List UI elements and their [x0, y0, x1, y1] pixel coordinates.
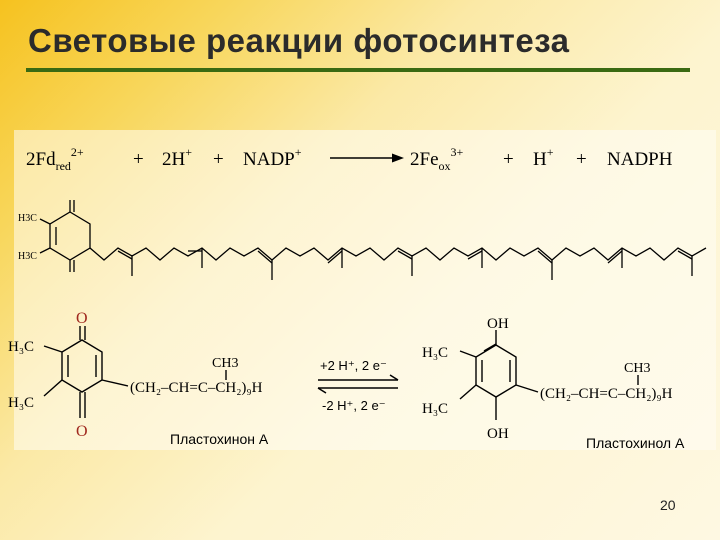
svg-text:2H+: 2H+: [162, 145, 192, 170]
eq-h2-sup: +: [547, 145, 554, 159]
figure-panel: [14, 130, 716, 450]
equilibrium-arrows: [317, 374, 399, 394]
eq-h: 2H: [162, 149, 186, 170]
eq-plus-3: +: [503, 149, 514, 170]
pql-methyl-top: H₃C: [422, 345, 448, 361]
svg-text:2Fdred2+: 2Fdred2+: [26, 145, 84, 173]
title-rule: [26, 68, 690, 72]
pq-ch3: CH3: [212, 356, 238, 371]
svg-text:H+: H+: [533, 145, 554, 170]
pq-name: Пластохинон А: [170, 431, 269, 447]
chain-methyl-bottom: H3C: [18, 251, 37, 262]
pql-oh-bottom: OH: [487, 426, 509, 442]
eq-nadp: NADP: [243, 149, 295, 170]
plastoquinone-a-structure: [43, 326, 227, 418]
reaction-forward-label: +2 H⁺, 2 e⁻: [320, 358, 387, 373]
eq-fe: 2Fe: [410, 149, 439, 170]
svg-text:2Feox3+: 2Feox3+: [410, 145, 464, 173]
eq-plus-2: +: [213, 149, 224, 170]
pq-methyl-top: H₃C: [8, 339, 34, 355]
page-number: 20: [660, 497, 676, 513]
plastoquinol-a-structure: [459, 330, 639, 420]
pql-oh-top: OH: [487, 316, 509, 332]
eq-plus-1: +: [133, 149, 144, 170]
reaction-reverse-label: -2 H⁺, 2 e⁻: [322, 398, 386, 413]
pq-chain: (CH₂–CH=C–CH₂)₉H: [130, 380, 263, 396]
pql-ch3: CH3: [624, 361, 650, 376]
svg-text:NADP+: NADP+: [243, 145, 302, 170]
slide-title: Световые реакции фотосинтеза: [28, 22, 570, 59]
eq-fe-sub: ox: [439, 159, 451, 173]
pql-name: Пластохинол А: [586, 435, 685, 451]
pq-methyl-bottom: H₃C: [8, 395, 34, 411]
eq-fd-sub: red: [56, 159, 71, 173]
eq-nadp-sup: +: [295, 145, 302, 159]
eq-fe-sup: 3+: [451, 145, 464, 159]
pql-chain: (CH₂–CH=C–CH₂)₉H: [540, 386, 673, 402]
redox-equation: 2Fdred2+ + 2H+ + NADP+ 2Feox3+ + H+ + NA…: [26, 145, 673, 173]
eq-fd-sup: 2+: [71, 145, 84, 159]
pq-oxygen-bottom: O: [76, 423, 88, 440]
pq-oxygen-top: O: [76, 310, 88, 327]
eq-nadph: NADPH: [607, 149, 673, 170]
eq-arrowhead: [392, 153, 404, 163]
plastoquinone-skeletal: [39, 200, 707, 280]
eq-h-sup: +: [185, 145, 192, 159]
pql-methyl-bottom: H₃C: [422, 401, 448, 417]
eq-fd: 2Fd: [26, 149, 56, 170]
chain-methyl-top: H3C: [18, 213, 37, 224]
eq-plus-4: +: [576, 149, 587, 170]
eq-h2: H: [533, 149, 547, 170]
